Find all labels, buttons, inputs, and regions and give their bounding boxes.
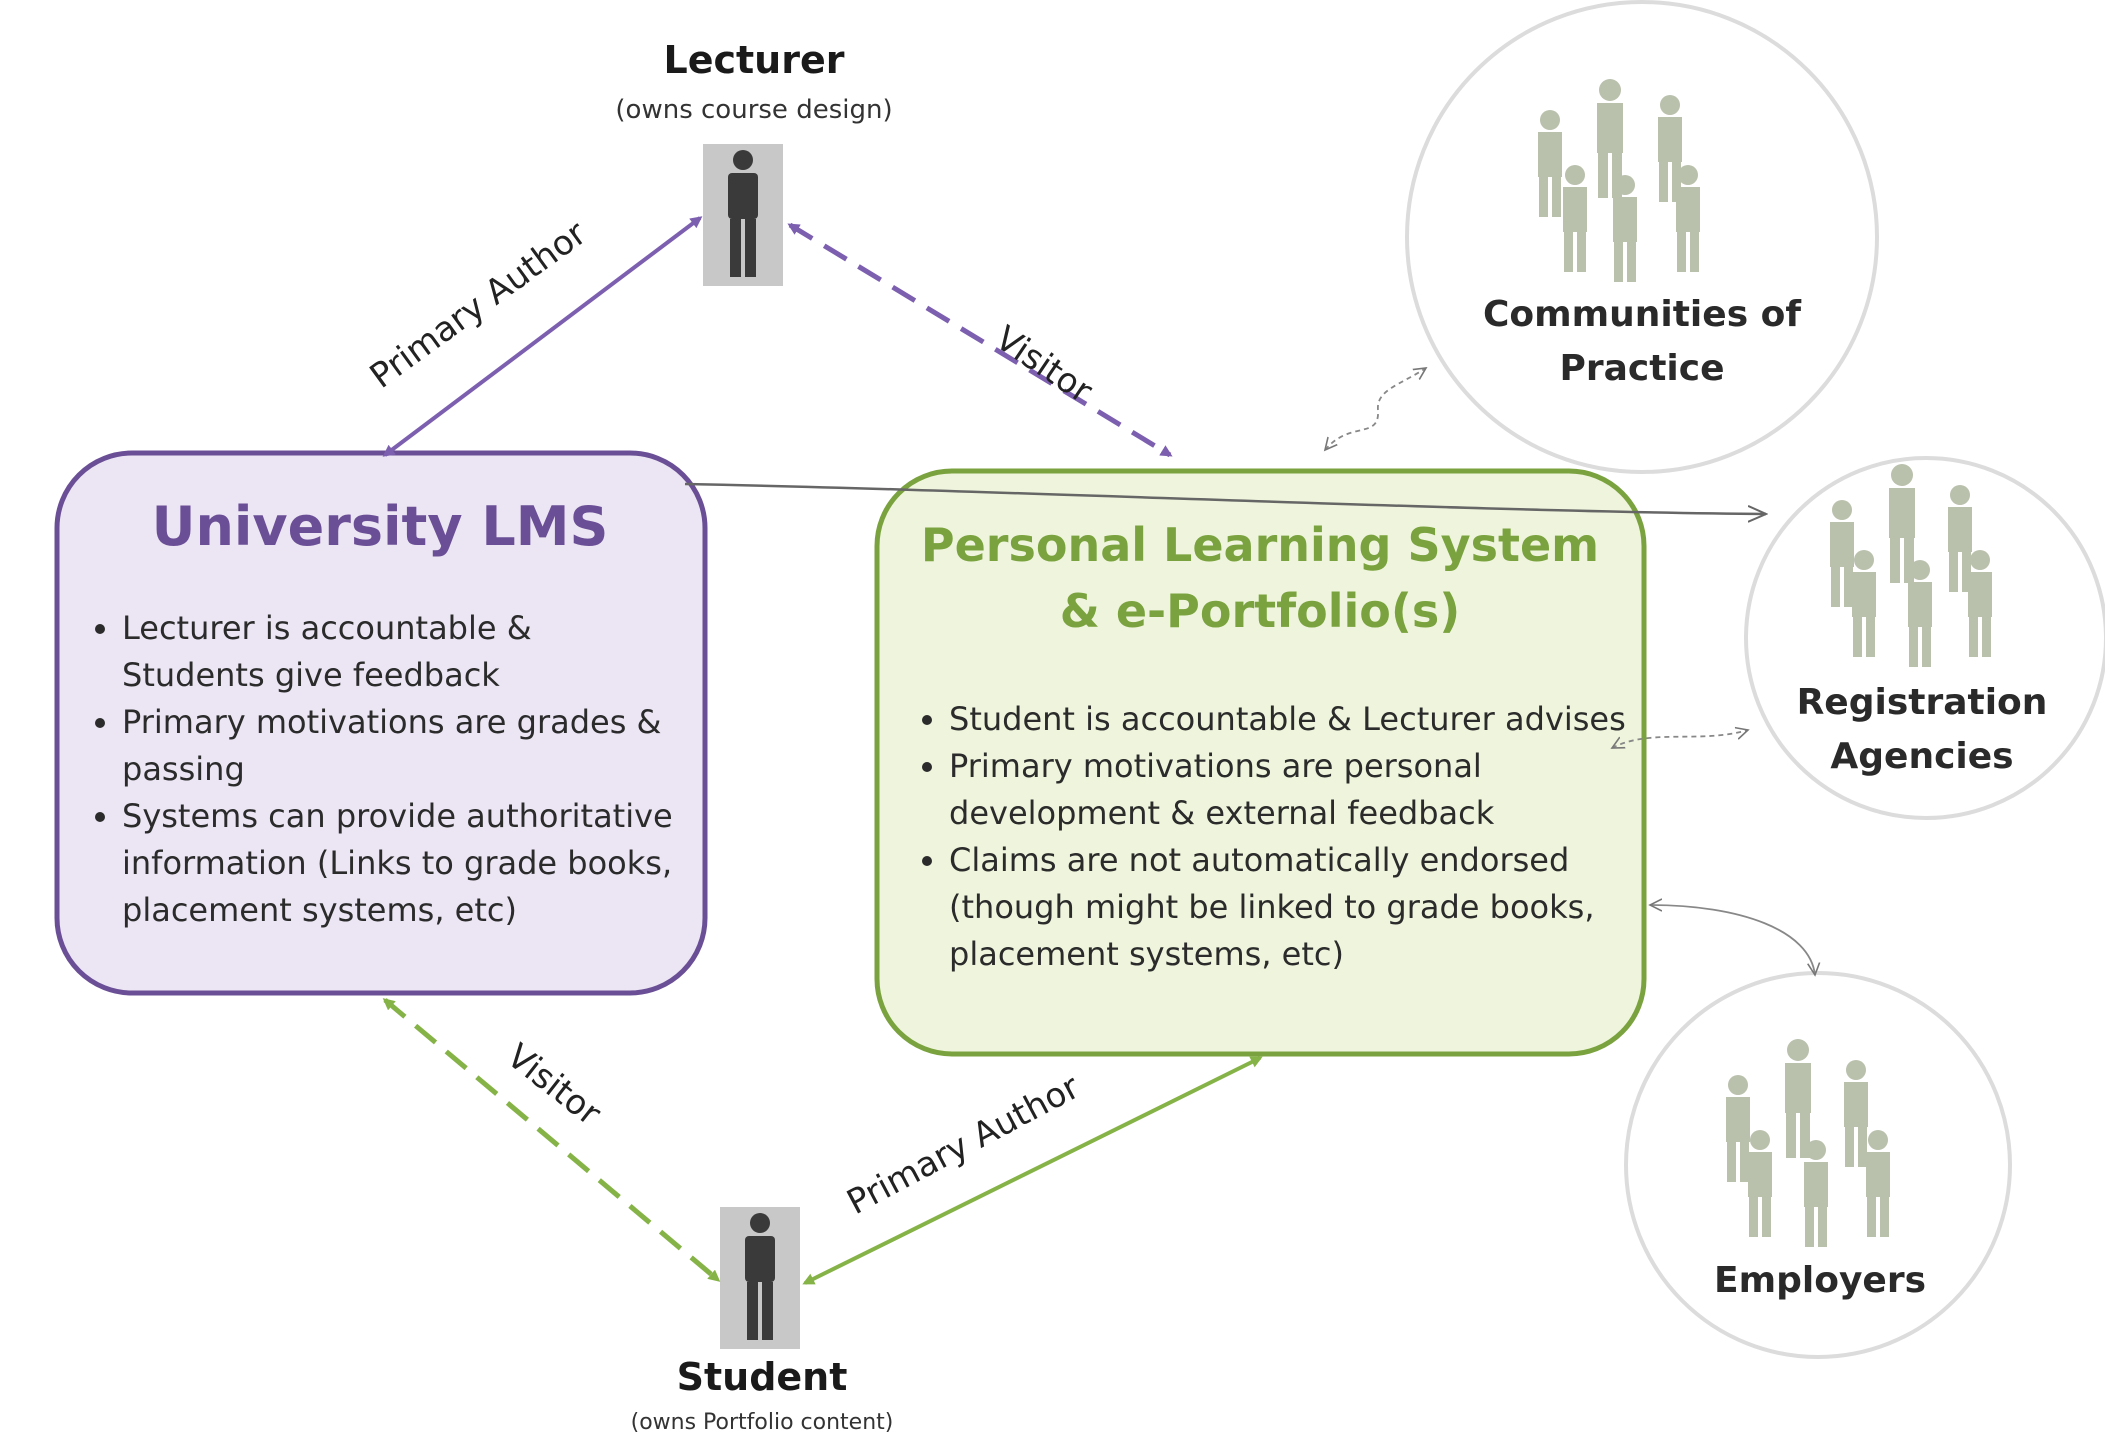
lms-bullet: Lecturer is accountable & Students give … (122, 605, 682, 699)
employers-crowd-icon (1726, 1039, 1890, 1247)
registration-label-line1: Registration (1796, 682, 2048, 723)
pls-communities-link (1325, 368, 1426, 450)
lecturer-title: Lecturer (663, 38, 845, 82)
communities-label-line1: Communities of (1482, 294, 1802, 335)
pls-bullet-list: Student is accountable & Lecturer advise… (905, 696, 1679, 978)
lms-box (54, 450, 708, 996)
communities-label-line2: Practice (1559, 348, 1725, 389)
pls-registration-link (1612, 730, 1748, 748)
registration-crowd-icon (1830, 464, 1992, 667)
lms-to-registration-arrow (684, 482, 1766, 514)
employers-label: Employers (1713, 1260, 1927, 1301)
lecturer-person-icon (703, 144, 783, 286)
pls-bullet: Claims are not automatically endorsed (t… (949, 837, 1679, 978)
registration-label: Registration Agencies (1797, 676, 2048, 784)
pls-bullet: Primary motivations are personal develop… (949, 743, 1679, 837)
student-person-icon (720, 1207, 800, 1349)
lms-bullet: Primary motivations are grades & passing (122, 699, 682, 793)
lecturer-subtitle: (owns course design) (615, 95, 893, 125)
lms-bullet-list: Lecturer is accountable & Students give … (78, 605, 682, 934)
pls-title-line1: Personal Learning System (920, 518, 1600, 572)
lms-title: University LMS (151, 495, 609, 558)
pls-title-line2: & e-Portfolio(s) (1059, 584, 1461, 638)
pls-employers-link (1650, 905, 1815, 975)
registration-label-line2: Agencies (1830, 736, 2014, 777)
student-subtitle: (owns Portfolio content) (630, 1410, 894, 1435)
student-pls-arrow (802, 1056, 1263, 1285)
lms-bullet: Systems can provide authoritative inform… (122, 793, 682, 934)
communities-circle (1405, 0, 1879, 474)
pls-bullet: Student is accountable & Lecturer advise… (949, 696, 1679, 743)
communities-crowd-icon (1538, 79, 1700, 282)
pls-box (874, 468, 1647, 1057)
communities-label: Communities of Practice (1483, 288, 1801, 396)
lecturer-pls-arrow (787, 222, 1173, 458)
lecturer-lms-arrow (382, 216, 703, 457)
student-title: Student (676, 1355, 848, 1399)
student-lms-arrow (382, 998, 721, 1282)
